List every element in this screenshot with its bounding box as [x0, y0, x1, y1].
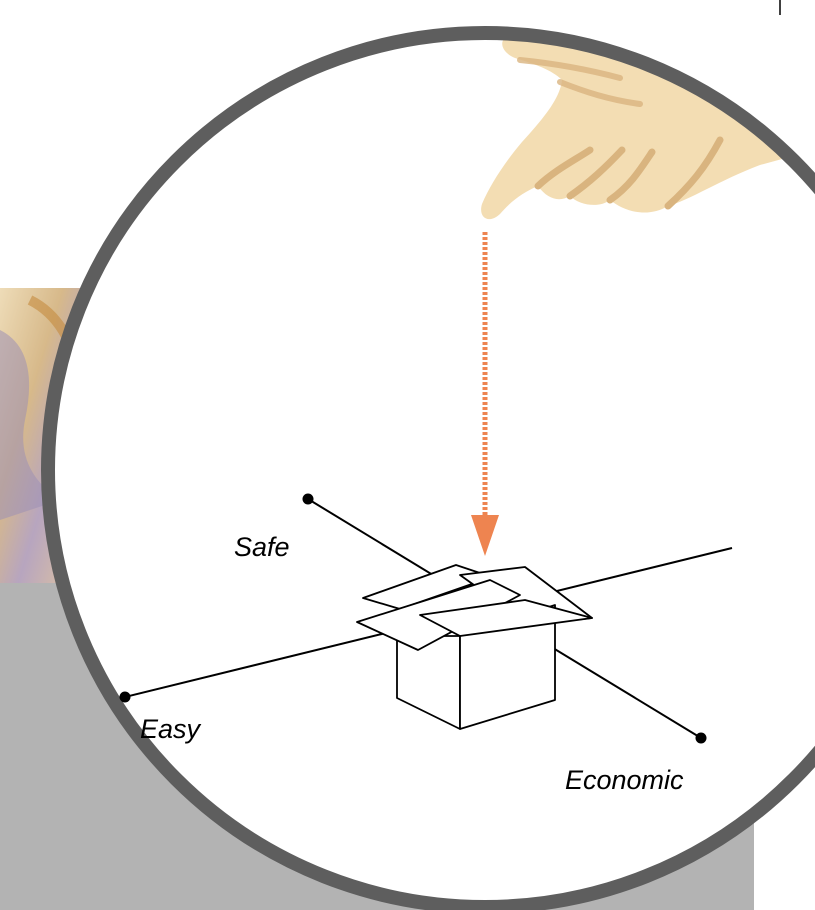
endpoint-easy [120, 692, 131, 703]
endpoint-safe [303, 494, 314, 505]
label-easy: Easy [140, 716, 200, 743]
endpoint-economic [696, 733, 707, 744]
label-economic: Economic [565, 767, 684, 794]
label-safe: Safe [234, 534, 290, 561]
